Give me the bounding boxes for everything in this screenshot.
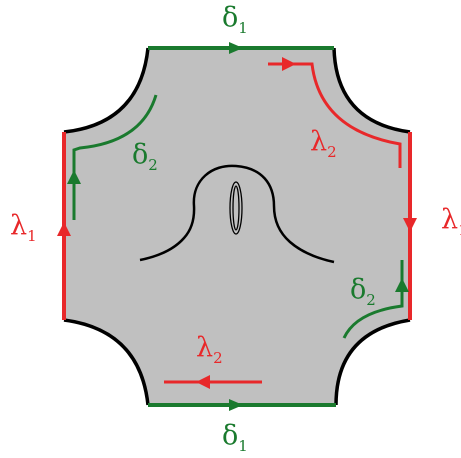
arrow-lambda1-right [403, 218, 417, 232]
label-index: 2 [148, 156, 158, 174]
label-index: 2 [366, 291, 376, 309]
handle-curve [139, 164, 335, 264]
arrow-delta2-lower-right [395, 278, 409, 292]
label-index: 1 [238, 19, 248, 37]
arrow-delta1-top [229, 42, 243, 54]
label-delta2-upper-left: δ2 [132, 139, 158, 174]
delta2-curve-lower-right [342, 260, 404, 339]
handle-loop-inner [232, 185, 240, 231]
handle-loop-outer [229, 181, 243, 235]
corner-boundary-bottom-right [334, 318, 411, 406]
corner-boundary-top-left [63, 47, 150, 134]
label-index: 1 [27, 227, 37, 245]
label-symbol: λ [310, 126, 327, 157]
label-index: 2 [213, 349, 223, 367]
label-symbol: λ [441, 204, 458, 235]
arrow-delta1-bottom [229, 399, 243, 411]
label-index: 1 [238, 437, 248, 455]
label-symbol: δ [132, 139, 148, 170]
label-delta1-bottom: δ1 [222, 420, 248, 455]
label-symbol: λ [196, 332, 213, 363]
delta2-curve-upper-left [72, 94, 158, 220]
corner-boundary-bottom-left [63, 318, 150, 406]
label-index: 1 [458, 221, 461, 239]
arrow-lambda1-left [57, 222, 71, 236]
label-lambda2-bottom: λ2 [196, 332, 223, 367]
label-index: 2 [327, 143, 337, 161]
label-symbol: δ [222, 420, 238, 451]
corner-boundary-top-right [332, 47, 411, 134]
surface-region [64, 48, 410, 405]
label-delta1-top: δ1 [222, 2, 248, 37]
label-symbol: δ [350, 274, 366, 305]
label-lambda1-left: λ1 [10, 210, 37, 245]
label-lambda2-upper-right: λ2 [310, 126, 337, 161]
label-delta2-lower-right: δ2 [350, 274, 376, 309]
arrow-lambda2-upper-right [282, 57, 296, 71]
label-lambda1-right: λ1 [441, 204, 461, 239]
label-symbol: δ [222, 2, 238, 33]
label-symbol: λ [10, 210, 27, 241]
lambda2-curve-upper-right [268, 62, 402, 168]
arrow-lambda2-bottom [196, 375, 210, 389]
arrow-delta2-upper-left [67, 170, 81, 184]
